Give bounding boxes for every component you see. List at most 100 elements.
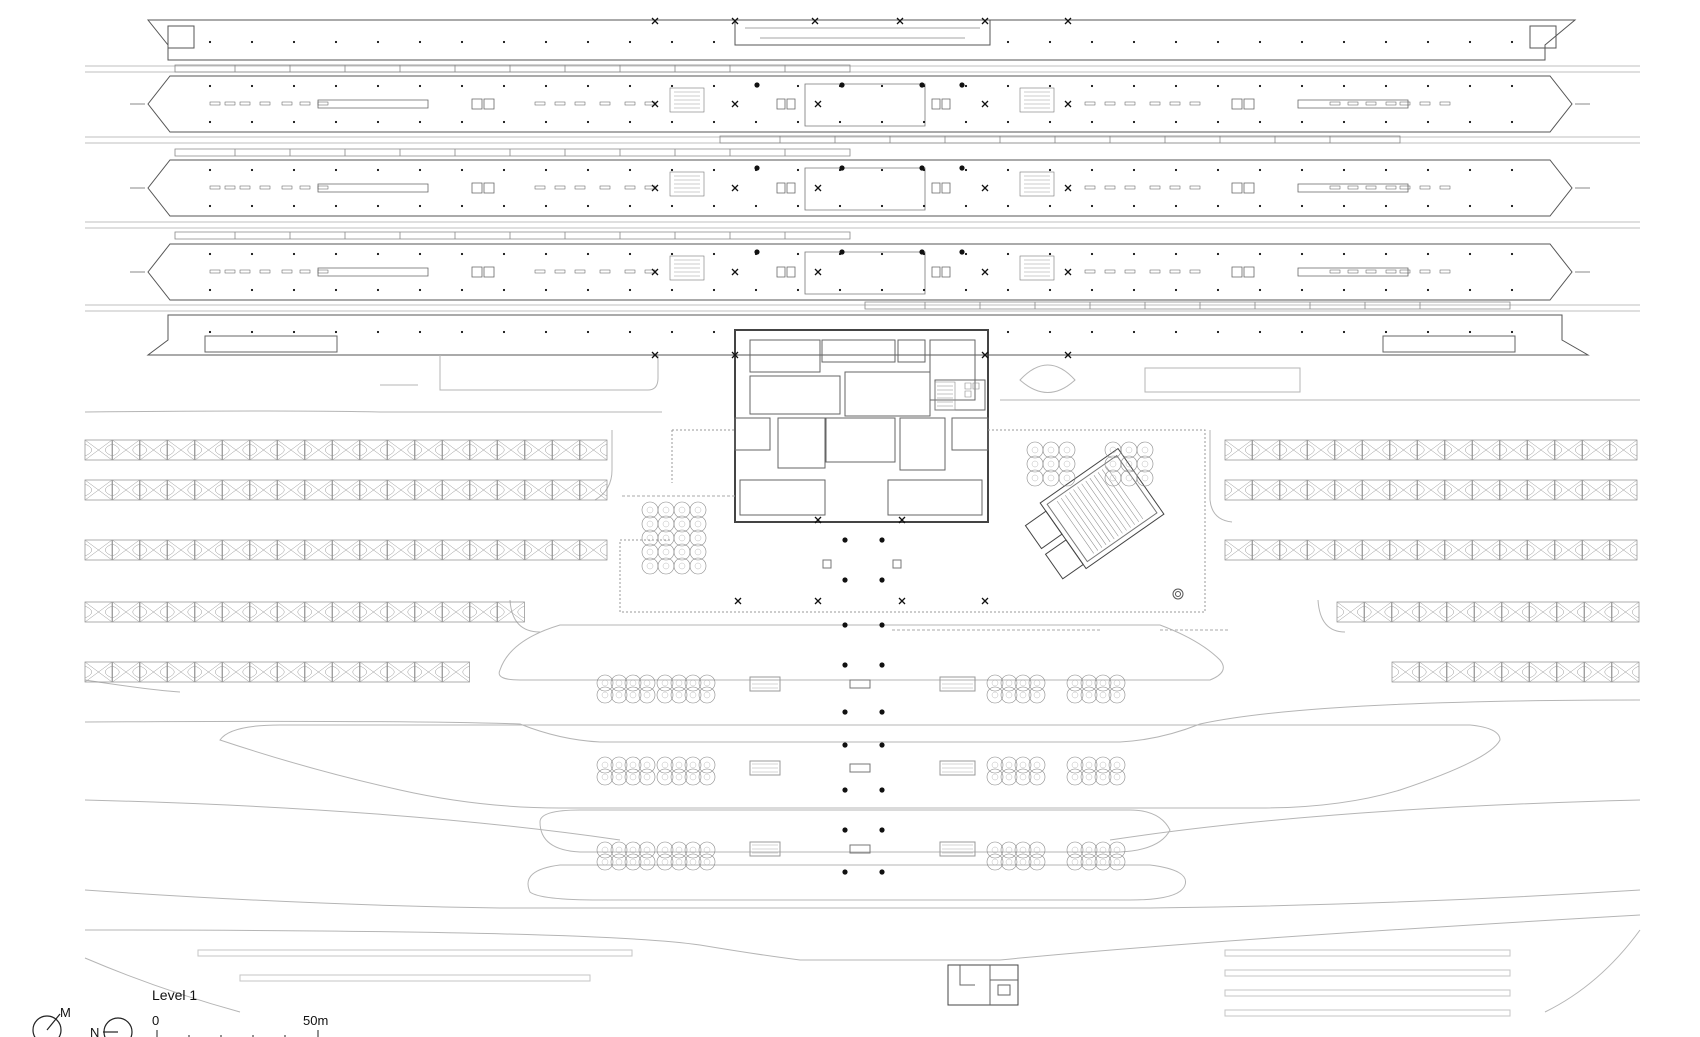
island-platform-2: [147, 159, 1573, 217]
platform-column: [586, 168, 590, 172]
platform-column: [292, 168, 296, 172]
tree-icon: [656, 768, 674, 786]
platform-column: [880, 204, 884, 208]
platform-column: [586, 84, 590, 88]
platform-seat: [259, 185, 271, 190]
canopy-module: [139, 661, 168, 683]
platform-column: [418, 288, 422, 292]
platform-column: [796, 204, 800, 208]
canopy-module: [167, 479, 195, 501]
canopy-module: [222, 661, 250, 683]
tree-icon: [1058, 441, 1076, 459]
auditorium-block: [1024, 447, 1184, 600]
platform-column: [1048, 84, 1052, 88]
tree-icon: [684, 768, 702, 786]
platform-column: [712, 84, 716, 88]
platform-stair: [669, 255, 705, 281]
tree-icon: [624, 841, 642, 859]
platform-stair: [1019, 255, 1055, 281]
canopy-module: [139, 539, 168, 561]
canopy-module: [1472, 439, 1500, 461]
canopy-module: [1554, 539, 1583, 561]
tree-icon: [1028, 674, 1046, 692]
canopy-module: [387, 479, 415, 501]
canopy-module: [1336, 601, 1365, 623]
platform-column: [292, 330, 296, 334]
column: [842, 709, 848, 715]
column-marker-icon: [1064, 17, 1072, 25]
canopy-module: [579, 539, 608, 561]
tree-icon: [657, 501, 675, 519]
tree-icon: [1108, 674, 1126, 692]
platform-column: [586, 204, 590, 208]
column: [959, 165, 965, 171]
platform-column: [1468, 168, 1472, 172]
platform-column: [460, 84, 464, 88]
tree-icon: [656, 686, 674, 704]
platform-column: [544, 330, 548, 334]
tree-icon: [624, 768, 642, 786]
column-marker-icon: [981, 268, 989, 276]
column: [842, 787, 848, 793]
column: [839, 249, 845, 255]
canopy-module: [139, 601, 168, 623]
tree-icon: [670, 841, 688, 859]
platform-column: [460, 288, 464, 292]
tree-icon: [689, 515, 707, 533]
platform-column: [1468, 330, 1472, 334]
platform-column: [334, 330, 338, 334]
tree-icon: [1080, 768, 1098, 786]
platform-column: [334, 252, 338, 256]
tree-icon: [673, 557, 691, 575]
tree-icon: [1028, 841, 1046, 859]
platform-seat: [554, 101, 566, 106]
platform-seat: [281, 269, 293, 274]
column: [879, 787, 885, 793]
platform-column: [418, 120, 422, 124]
platform-seat: [239, 101, 251, 106]
tree-icon: [689, 529, 707, 547]
platform-column: [1048, 40, 1052, 44]
platform-column: [1468, 252, 1472, 256]
platform-seat: [624, 185, 636, 190]
canopy-module: [1334, 539, 1363, 561]
platform-seat: [1124, 269, 1136, 274]
platform-column: [880, 120, 884, 124]
tree-icon: [638, 756, 656, 774]
platform-column: [670, 40, 674, 44]
canopy-module: [1446, 661, 1475, 683]
tree-icon: [1014, 768, 1032, 786]
canopy-module: [277, 479, 305, 501]
platform-column: [1300, 120, 1304, 124]
tree-icon: [698, 686, 716, 704]
canopy-module: [112, 661, 140, 683]
tree-icon: [1066, 686, 1084, 704]
platform-column: [334, 288, 338, 292]
platform-seat: [599, 101, 611, 106]
platform-seat: [574, 269, 586, 274]
tree-icon: [1108, 841, 1126, 859]
canopy-module: [359, 439, 388, 461]
canopy-module: [414, 661, 443, 683]
true-north-label: N: [90, 1025, 99, 1037]
platform-column: [1510, 168, 1514, 172]
platform-column: [460, 40, 464, 44]
tree-icon: [673, 501, 691, 519]
tree-icon: [1042, 441, 1060, 459]
canopy-module: [1501, 661, 1530, 683]
platform-column: [1342, 330, 1346, 334]
canopy-module: [1529, 601, 1557, 623]
platform-column: [1132, 204, 1136, 208]
platform-column: [922, 204, 926, 208]
platform-column: [1342, 40, 1346, 44]
platform-column: [1258, 168, 1262, 172]
platform-seat: [224, 101, 236, 106]
canopy-module: [524, 479, 553, 501]
platform-column: [544, 252, 548, 256]
canopy-module: [497, 479, 525, 501]
platform-column: [1510, 120, 1514, 124]
platform-column: [1090, 120, 1094, 124]
platform-column: [376, 330, 380, 334]
column: [919, 82, 925, 88]
tree-icon: [1066, 756, 1084, 774]
